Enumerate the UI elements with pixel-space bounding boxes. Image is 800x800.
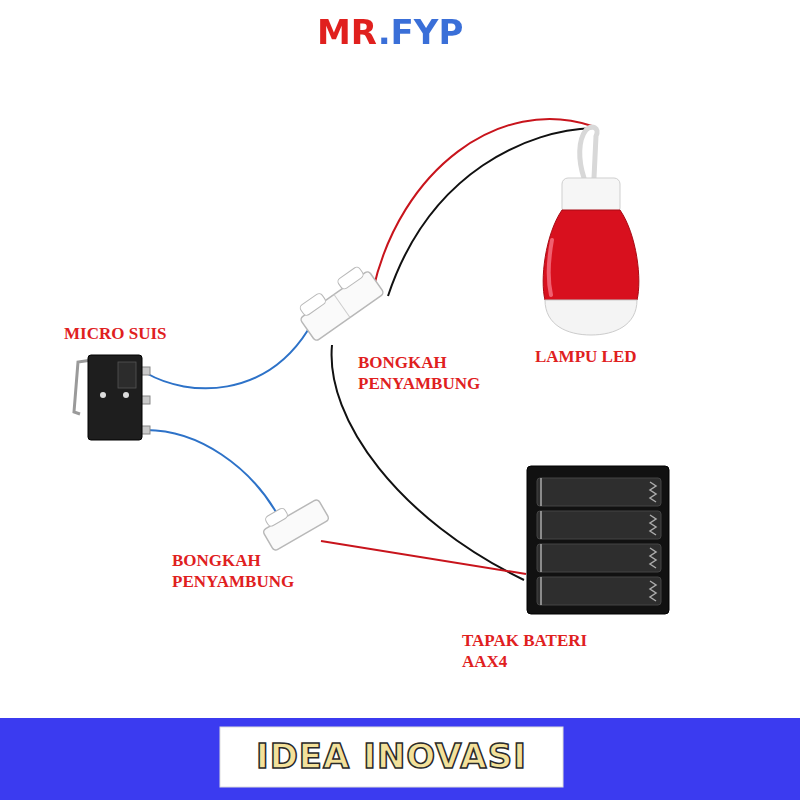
page-title: MR.FYP xyxy=(317,14,463,51)
connector-divider xyxy=(334,295,350,318)
battery-slot xyxy=(537,544,661,572)
blue-wire xyxy=(146,330,308,388)
caption-panel xyxy=(220,727,563,787)
battery-slot xyxy=(537,478,661,506)
lamp-highlight xyxy=(549,240,552,295)
battery-slot xyxy=(537,511,661,539)
battery-spring xyxy=(541,482,656,605)
black-wire xyxy=(332,345,524,580)
connector-block xyxy=(262,499,329,552)
red-wire xyxy=(321,541,526,574)
lamp-cap xyxy=(562,178,620,214)
footer-band xyxy=(0,718,800,800)
part-label: LAMPU LED xyxy=(535,346,695,367)
battery-slot xyxy=(537,577,661,605)
part-label: BONGKAH PENYAMBUNG xyxy=(358,352,488,395)
switch-body xyxy=(88,355,142,440)
part-label: TAPAK BATERI AAX4 xyxy=(462,630,627,673)
battery-holder xyxy=(527,466,669,614)
blue-wire xyxy=(146,430,276,512)
switch-hole xyxy=(100,392,106,398)
connector-lever xyxy=(264,507,289,528)
connector-lever xyxy=(299,292,327,317)
lamp-hook xyxy=(580,127,597,178)
part-label: BONGKAH PENYAMBUNG xyxy=(172,550,302,593)
battery-contact xyxy=(541,478,656,601)
switch-marking xyxy=(118,362,136,388)
lamp-diffuser xyxy=(545,300,637,335)
caption-text: IDEA INOVASI xyxy=(256,738,527,775)
part-label: MICRO SUIS xyxy=(64,323,214,344)
lamp-body xyxy=(543,210,639,300)
switch-hole xyxy=(123,392,129,398)
connector-lever xyxy=(336,266,364,291)
